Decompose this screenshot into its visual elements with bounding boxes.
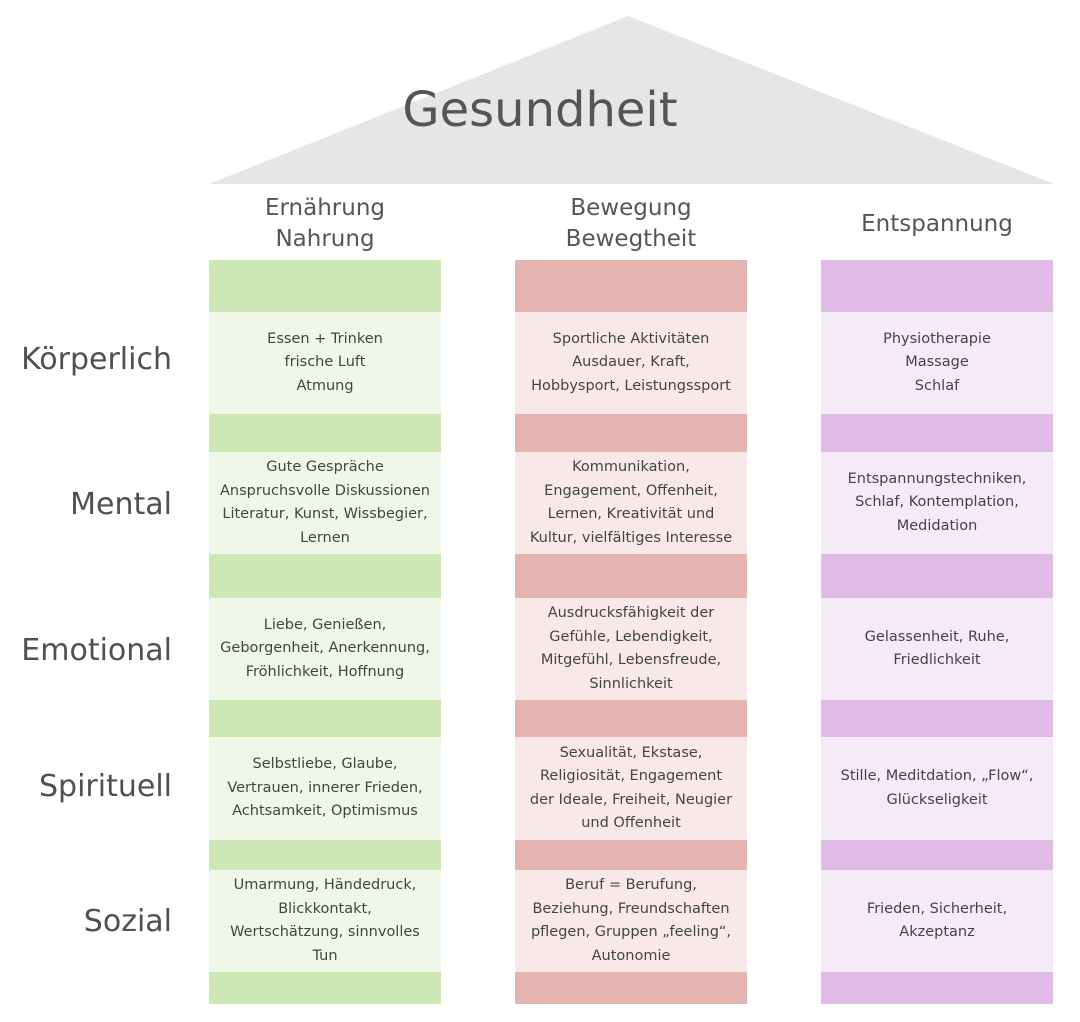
cell-text-line: Literatur, Kunst, Wissbegier, xyxy=(222,506,428,522)
cell-text-line: Engagement, Offenheit, xyxy=(544,482,718,499)
cell-text-line: Schlaf, Kontemplation, xyxy=(855,494,1019,511)
cell-text-line: Stille, Meditdation, „Flow“, xyxy=(840,768,1034,784)
column-header-ernaehrung: Ernährung Nahrung xyxy=(205,192,445,256)
cell-text-line: Essen + Trinken xyxy=(267,330,383,347)
cell-bewegung-sozial: Beruf = Berufung, Beziehung, Freundschaft… xyxy=(515,870,747,972)
cell-text-line: Glückseligkeit xyxy=(886,791,988,808)
cell-text-line: Atmung xyxy=(296,377,354,394)
cell-text-line: Tun xyxy=(312,947,338,964)
cell-text-line: Selbstliebe, Glaube, xyxy=(252,756,398,773)
pillar-band xyxy=(515,840,747,870)
pillar-band xyxy=(821,414,1053,452)
pillar-band xyxy=(515,700,747,737)
cell-text-line: Liebe, Genießen, xyxy=(263,616,387,633)
cell-text-line: Fröhlichkeit, Hoffnung xyxy=(245,663,405,680)
cell-text-line: Anspruchsvolle Diskussionen xyxy=(220,482,430,499)
cell-text-line: Hobbysport, Leistungssport xyxy=(531,377,731,394)
cell-entspannung-spirituell: Stille, Meditdation, „Flow“, Glückseligke… xyxy=(821,737,1053,840)
cell-text-line: Vertrauen, innerer Frieden, xyxy=(227,779,423,796)
cell-text-line: Ausdrucksfähigkeit der xyxy=(547,605,715,621)
pillar-band xyxy=(821,554,1053,598)
column-header-ernaehrung-line1: Ernährung xyxy=(264,195,386,221)
pillar-band xyxy=(209,972,441,1004)
cell-text-line: Sexualität, Ekstase, xyxy=(559,744,703,761)
cell-bewegung-spirituell: Sexualität, Ekstase, Religiosität, Engage… xyxy=(515,737,747,840)
cell-text-line: Gefühle, Lebendigkeit, xyxy=(549,628,713,645)
pillar-band xyxy=(821,700,1053,737)
cell-text-line: Akzeptanz xyxy=(899,924,975,940)
cell-text-line: pflegen, Gruppen „feeling“, xyxy=(530,924,732,940)
pillar-band xyxy=(515,554,747,598)
cell-text-line: Kultur, vielfältiges Interesse xyxy=(529,529,733,546)
cell-text-line: Lernen xyxy=(300,529,350,546)
column-header-entspannung-line1: Entspannung xyxy=(861,210,1013,237)
cell-entspannung-mental: Entspannungstechniken, Schlaf, Kontemplat… xyxy=(821,452,1053,554)
cell-text-line: Beziehung, Freundschaften xyxy=(532,900,730,917)
cell-text-line: und Offenheit xyxy=(581,815,681,831)
cell-text-line: Religiosität, Engagement xyxy=(539,768,723,784)
roof-triangle xyxy=(209,16,1054,184)
row-label-spirituell: Spirituell xyxy=(39,769,172,804)
cell-entspannung-emotional: Gelassenheit, Ruhe, Friedlichkeit xyxy=(821,598,1053,700)
cell-text-line: Beruf = Berufung, xyxy=(565,877,697,893)
pillar-band xyxy=(821,260,1053,312)
pillar-band xyxy=(209,414,441,452)
cell-text-line: Schlaf xyxy=(914,377,960,394)
pillar-band xyxy=(821,840,1053,870)
pillar-band xyxy=(209,700,441,737)
column-header-bewegung-line2: Bewegtheit xyxy=(565,226,697,252)
column-header-bewegung-line1: Bewegung xyxy=(570,195,692,221)
cell-text-line: Entspannungstechniken, xyxy=(847,470,1027,487)
cell-text-line: Friedlichkeit xyxy=(893,652,981,668)
cell-text-line: Blickkontakt, xyxy=(278,900,372,917)
cell-text-line: Umarmung, Händedruck, xyxy=(233,877,417,893)
cell-bewegung-mental: Kommunikation, Engagement, Offenheit, Lern… xyxy=(515,452,747,554)
column-header-bewegung: Bewegung Bewegtheit xyxy=(511,192,751,256)
cell-text-line: Medidation xyxy=(896,517,978,534)
cell-text-line: Gelassenheit, Ruhe, xyxy=(864,628,1010,645)
cell-text-line: Lernen, Kreativität und xyxy=(547,506,715,522)
cell-text-line: Mitgefühl, Lebensfreude, xyxy=(540,652,722,668)
pillar-band xyxy=(515,972,747,1004)
cell-entspannung-sozial: Frieden, Sicherheit, Akzeptanz xyxy=(821,870,1053,972)
cell-text-line: Physiotherapie xyxy=(883,330,991,347)
cell-text-line: Frieden, Sicherheit, xyxy=(866,900,1008,917)
pillar-band xyxy=(515,414,747,452)
cell-text-line: Sportliche Aktivitäten xyxy=(552,330,710,347)
pillar-band xyxy=(209,840,441,870)
cell-text-line: Wertschätzung, sinnvolles xyxy=(230,924,420,940)
pillar-band xyxy=(821,972,1053,1004)
cell-text-line: Achtsamkeit, Optimismus xyxy=(232,803,418,820)
pillar-band xyxy=(209,260,441,312)
cell-text-line: Geborgenheit, Anerkennung, xyxy=(220,640,430,657)
cell-ernaehrung-spirituell: Selbstliebe, Glaube, Vertrauen, innerer F… xyxy=(209,737,441,840)
cell-ernaehrung-sozial: Umarmung, Händedruck, Blickkontakt, Wertsc… xyxy=(209,870,441,972)
pillar-band xyxy=(515,260,747,312)
cell-text-line: Ausdauer, Kraft, xyxy=(572,354,690,371)
cell-text-line: Massage xyxy=(905,354,969,371)
pillar-band xyxy=(209,554,441,598)
column-header-ernaehrung-line2: Nahrung xyxy=(275,226,375,252)
cell-text-line: frische Luft xyxy=(284,354,366,371)
cell-text-line: Gute Gespräche xyxy=(266,459,384,475)
row-label-mental: Mental xyxy=(70,487,172,522)
cell-text-line: der Ideale, Freiheit, Neugier xyxy=(529,791,733,808)
cell-ernaehrung-emotional: Liebe, Genießen, Geborgenheit, Anerkennun… xyxy=(209,598,441,700)
row-label-sozial: Sozial xyxy=(83,904,172,939)
cell-text-line: Sinnlichkeit xyxy=(589,675,673,692)
diagram-title: Gesundheit xyxy=(402,82,678,138)
cell-text-line: Autonomie xyxy=(591,947,671,964)
cell-text-line: Kommunikation, xyxy=(572,459,690,475)
column-header-entspannung: Entspannung xyxy=(817,192,1057,256)
row-label-koerperlich: Körperlich xyxy=(21,342,172,377)
row-label-emotional: Emotional xyxy=(21,633,172,668)
